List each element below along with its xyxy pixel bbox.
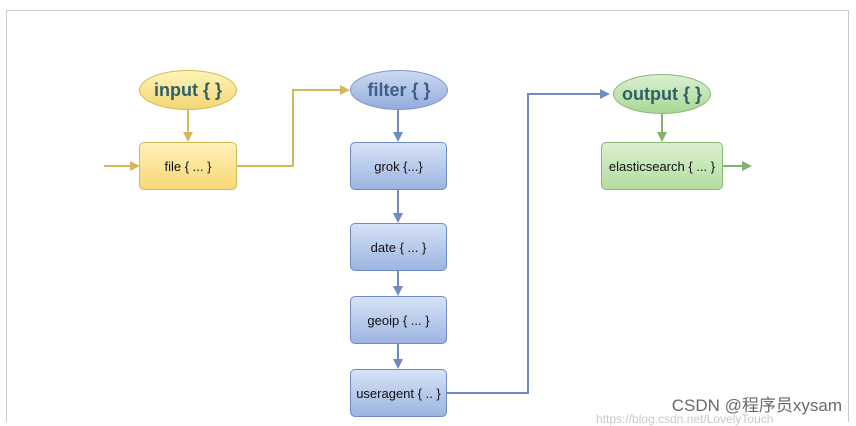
input-stage-header: input { } bbox=[139, 70, 237, 110]
date-plugin-node: date { ... } bbox=[350, 223, 447, 271]
grok-plugin-node: grok {...} bbox=[350, 142, 447, 190]
watermark-url: https://blog.csdn.net/LovelyTouch bbox=[596, 412, 774, 426]
geoip-plugin-node: geoip { ... } bbox=[350, 296, 447, 344]
file-plugin-node: file { ... } bbox=[139, 142, 237, 190]
output-stage-header: output { } bbox=[613, 74, 711, 114]
filter-stage-header: filter { } bbox=[350, 70, 448, 110]
useragent-plugin-node: useragent { .. } bbox=[350, 369, 447, 417]
edge-file-to-filter bbox=[237, 85, 350, 167]
diagram-frame bbox=[6, 10, 849, 422]
elasticsearch-plugin-node: elasticsearch { ... } bbox=[601, 142, 723, 190]
edge-useragent-to-output bbox=[447, 89, 610, 394]
watermark: CSDN @程序员xysam bbox=[671, 396, 842, 415]
